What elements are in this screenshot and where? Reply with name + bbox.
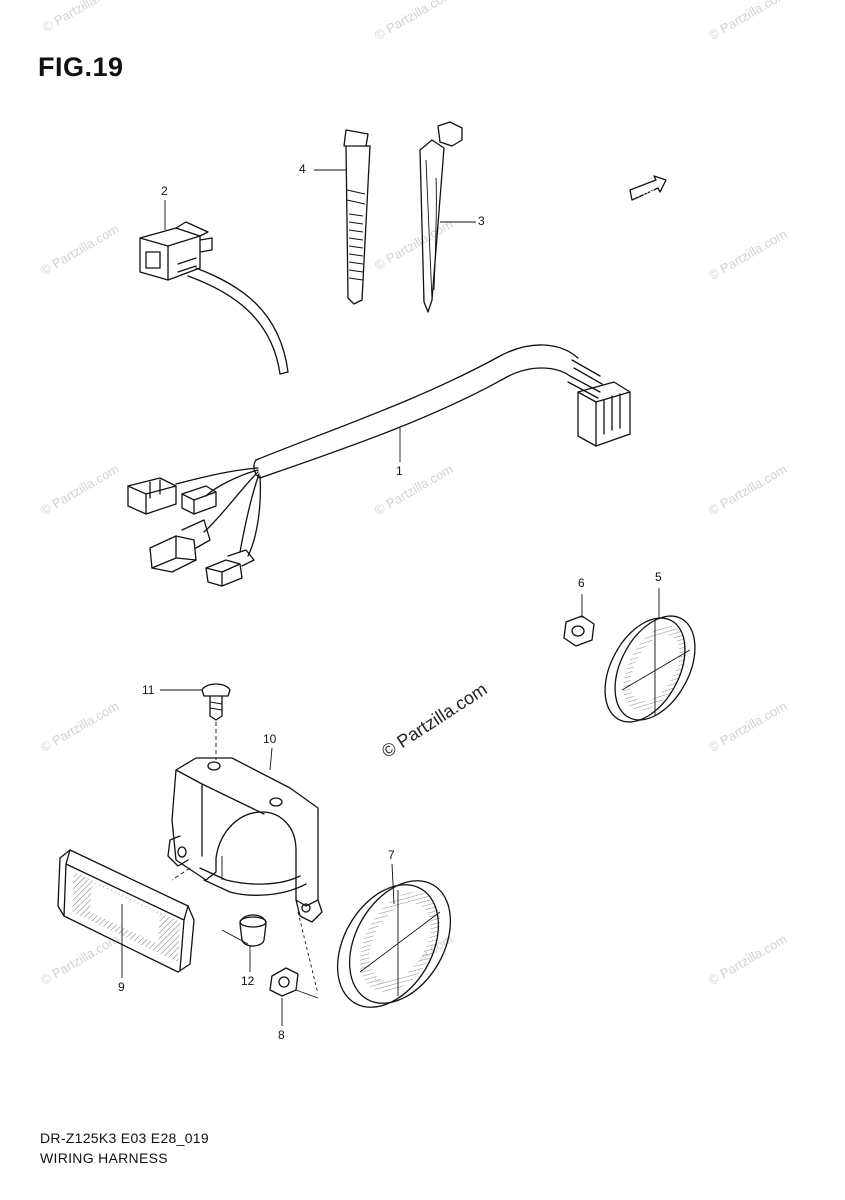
callout-10: 10 [263, 732, 277, 746]
part-7-reflector [336, 880, 452, 1008]
callout-7: 7 [388, 848, 395, 862]
callout-2: 2 [161, 184, 168, 198]
part-2-coupler [139, 221, 289, 375]
figure-title: FIG.19 [38, 52, 124, 82]
part-1-wiring-harness [127, 344, 631, 587]
callout-9: 9 [118, 980, 125, 994]
part-9-reflector [57, 849, 195, 973]
part-3-cable-tie [419, 121, 463, 313]
callout-5: 5 [655, 570, 662, 584]
callout-12: 12 [241, 974, 255, 988]
part-11-screw [201, 683, 231, 760]
part-12-grommet [221, 914, 267, 947]
callout-11: 11 [142, 683, 155, 697]
callout-6: 6 [578, 576, 585, 590]
model-code: DR-Z125K3 E03 E28_019 [40, 1130, 209, 1146]
callout-1: 1 [396, 464, 403, 478]
fwd-arrow-icon: FWD [629, 175, 667, 201]
part-8-nut [269, 967, 319, 999]
part-6-nut [563, 615, 595, 647]
fwd-label: FWD [635, 184, 656, 199]
part-4-clamp [343, 129, 371, 305]
callout-8: 8 [278, 1028, 285, 1042]
part-10-bracket [167, 757, 323, 995]
callout-4: 4 [299, 162, 306, 176]
section-name: WIRING HARNESS [40, 1150, 168, 1166]
callout-3: 3 [478, 214, 485, 228]
part-5-reflector [604, 615, 696, 723]
leader-lines [121, 169, 660, 1026]
